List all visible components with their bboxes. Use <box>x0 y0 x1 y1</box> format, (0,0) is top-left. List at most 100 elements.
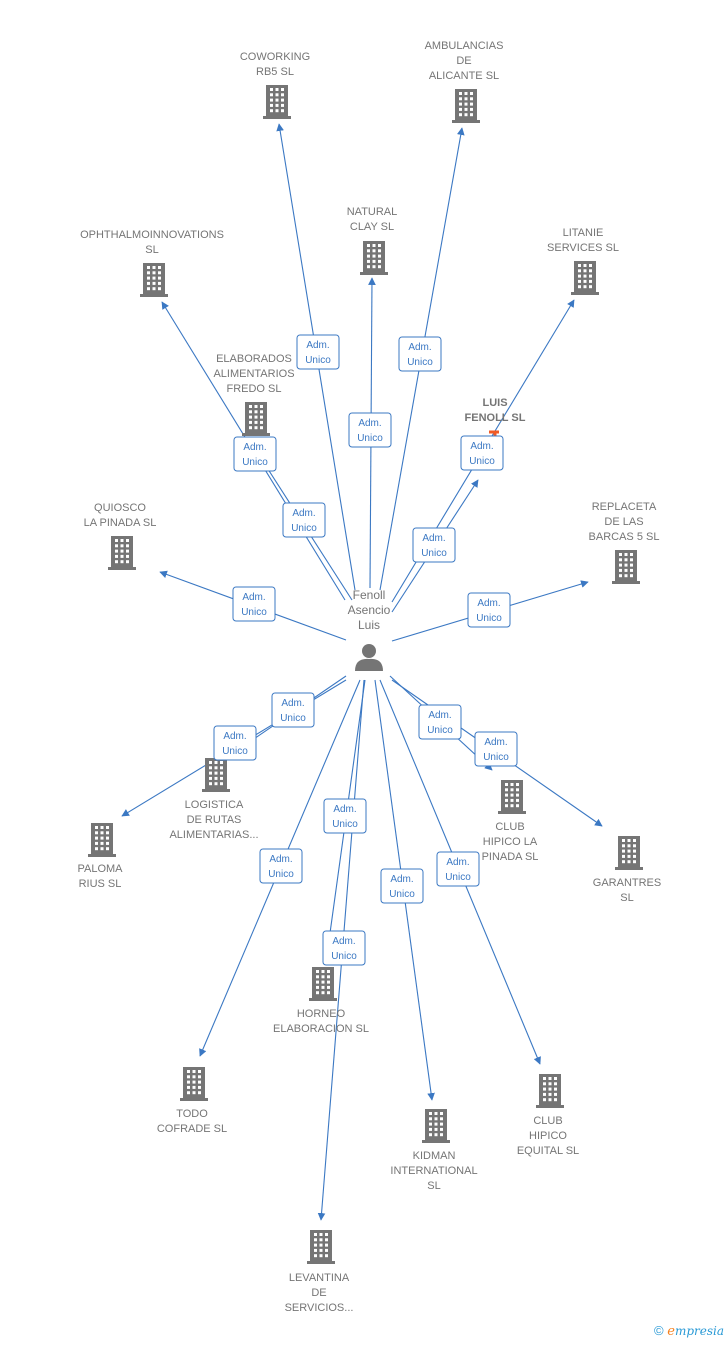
badge-label-line: Unico <box>241 607 267 618</box>
badge-label-line: Adm. <box>333 804 356 815</box>
relation-badge-coworking[interactable]: Adm. Unico <box>296 334 340 370</box>
company-label-line: INTERNATIONAL <box>390 1165 477 1177</box>
company-label-line: SERVICES SL <box>547 242 619 254</box>
company-label-line: LOGISTICA <box>185 799 244 811</box>
badge-label-line: Adm. <box>306 340 329 351</box>
company-node-ambulancias[interactable]: AMBULANCIAS DE ALICANTE SL <box>425 40 504 123</box>
badge-label-line: Unico <box>305 355 331 366</box>
building-icon <box>202 758 230 792</box>
company-label-line: DE LAS <box>604 516 643 528</box>
badge-label-line: Adm. <box>484 737 507 748</box>
company-label-line: LEVANTINA <box>289 1272 350 1284</box>
badge-label-line: Adm. <box>281 698 304 709</box>
building-icon <box>108 536 136 570</box>
building-icon <box>498 780 526 814</box>
relation-badge-kidman[interactable]: Adm. Unico <box>380 868 424 904</box>
company-label-line: ALIMENTARIOS <box>213 368 294 380</box>
company-label-line: SL <box>620 892 633 904</box>
company-label-line: AMBULANCIAS <box>425 40 504 52</box>
center-name-line: Fenoll <box>353 588 386 602</box>
badge-label-line: Unico <box>407 357 433 368</box>
company-label-line: LUIS <box>482 397 507 409</box>
badge-label-line: Adm. <box>269 854 292 865</box>
company-label-line: ALICANTE SL <box>429 70 499 82</box>
badge-label-line: Adm. <box>243 442 266 453</box>
company-label-line: DE RUTAS <box>187 814 242 826</box>
company-label-line: BARCAS 5 SL <box>589 531 660 543</box>
badge-label-line: Adm. <box>470 441 493 452</box>
badge-label-line: Adm. <box>358 418 381 429</box>
badge-label-line: Adm. <box>390 874 413 885</box>
relation-badge-todo-cofrade[interactable]: Adm.Unico <box>259 848 303 884</box>
relation-badge-club-pinada[interactable]: Adm. Unico <box>418 704 462 740</box>
relation-badge-luis-fenoll[interactable]: Adm. Unico <box>460 435 504 471</box>
building-icon <box>615 836 643 870</box>
company-label-line: CLUB <box>533 1115 562 1127</box>
company-label-line: ELABORACION SL <box>273 1023 369 1035</box>
company-label-line: SERVICIOS... <box>285 1302 354 1314</box>
building-icon <box>612 550 640 584</box>
company-label-line: GARANTRES <box>593 877 661 889</box>
company-label-line: LA PINADA SL <box>84 517 157 529</box>
badge-label-line: Unico <box>469 456 495 467</box>
relation-badge-ophthalmo[interactable]: Adm.Unico <box>233 436 277 472</box>
building-icon <box>452 89 480 123</box>
company-label-line: SL <box>145 244 158 256</box>
badge-label-line: Adm. <box>408 342 431 353</box>
person-icon <box>355 644 383 671</box>
company-label-line: REPLACETA <box>592 501 657 513</box>
company-node-litanie[interactable]: LITANIE SERVICES SL <box>547 227 619 295</box>
badge-label-line: Unico <box>291 523 317 534</box>
company-node-horneo[interactable]: HORNEO ELABORACION SL <box>273 967 369 1035</box>
relation-badge-paloma[interactable]: Adm.Unico <box>271 692 315 728</box>
company-label-line: DE <box>456 55 471 67</box>
badge-label-line: Unico <box>331 951 357 962</box>
company-label-line: HIPICO <box>529 1130 567 1142</box>
company-label-line: FENOLL SL <box>465 412 526 424</box>
company-node-replaceta[interactable]: REPLACETA DE LAS BARCAS 5 SL <box>589 501 660 584</box>
badge-label-line: Unico <box>427 725 453 736</box>
building-icon <box>309 967 337 1001</box>
company-label-line: RIUS SL <box>79 878 122 890</box>
badge-label-line: Unico <box>389 889 415 900</box>
company-label-line: ELABORADOS <box>216 353 292 365</box>
relation-badge-garantres[interactable]: Adm.Unico <box>474 731 518 767</box>
company-label-line: CLUB <box>495 821 524 833</box>
center-name-line: Luis <box>358 618 380 632</box>
relation-badge-elaborados[interactable]: Adm.Unico <box>282 502 326 538</box>
relation-badge-replaceta[interactable]: Adm.Unico <box>467 592 511 628</box>
relation-badge-logistica[interactable]: Adm.Unico <box>213 725 257 761</box>
relation-badge-horneo[interactable]: Adm.Unico <box>322 930 366 966</box>
badge-label-line: Adm. <box>242 592 265 603</box>
building-icon <box>360 241 388 275</box>
building-icon <box>88 823 116 857</box>
company-node-garantres[interactable]: GARANTRES SL <box>593 836 661 904</box>
badge-label-line: Adm. <box>428 710 451 721</box>
company-label-line: LITANIE <box>563 227 604 239</box>
relation-badge-quiosco[interactable]: Adm. Unico <box>232 586 276 622</box>
empresia-footer[interactable]: © empresia <box>654 1323 724 1339</box>
relation-badge-natural-clay[interactable]: Adm.Unico <box>348 412 392 448</box>
relation-badge-levantina[interactable]: Adm.Unico <box>323 798 367 834</box>
relation-badge-ambulancias[interactable]: Adm. Unico <box>398 336 442 372</box>
center-name-line: Asencio <box>348 603 391 617</box>
relation-badge-litanie[interactable]: Adm.Unico <box>412 527 456 563</box>
brand-initial: e <box>667 1324 675 1339</box>
company-label-line: HORNEO <box>297 1008 346 1020</box>
company-node-levantina[interactable]: LEVANTINADESERVICIOS... <box>285 1230 354 1314</box>
relation-badge-club-equital[interactable]: Adm.Unico <box>436 851 480 887</box>
